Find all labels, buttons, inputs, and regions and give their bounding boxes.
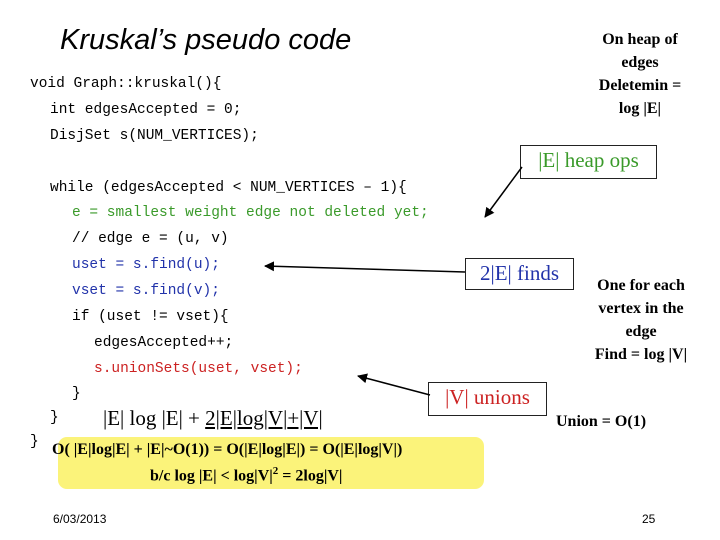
- code-line-union: s.unionSets(uset, vset);: [94, 361, 303, 377]
- unions-arrow: [357, 373, 431, 396]
- unions-callout: |V| unions: [428, 382, 547, 416]
- cost-sum: |E| log |E| + 2|E|log|V|+|V|: [103, 406, 323, 431]
- heap-note-line: log |E|: [618, 100, 662, 117]
- heap-note: On heap of edges Deletemin = log |E|: [580, 28, 700, 120]
- code-line-find-u: uset = s.find(u);: [72, 257, 220, 273]
- code-line-close-if: }: [72, 386, 81, 402]
- finds-callout: 2|E| finds: [465, 258, 574, 290]
- code-line-disjset: DisjSet s(NUM_VERTICES);: [50, 128, 259, 144]
- slide-title: Kruskal’s pseudo code: [60, 24, 352, 56]
- vertex-note-line: vertex in the: [598, 300, 684, 317]
- code-line-edges-accepted: int edgesAccepted = 0;: [50, 102, 242, 118]
- summary-line-1: O( |E|log|E| + |E|~O(1)) = O(|E|log|E|) …: [52, 441, 403, 458]
- code-line-increment: edgesAccepted++;: [94, 335, 234, 351]
- code-line-if: if (uset != vset){: [72, 309, 229, 325]
- vertex-note-line: Find = log |V|: [594, 346, 688, 363]
- summary-superscript: 2: [272, 465, 279, 477]
- code-line-close-while: }: [50, 410, 59, 426]
- code-line-close-function: }: [30, 434, 39, 450]
- code-line-find-v: vset = s.find(v);: [72, 283, 220, 299]
- cost-sum-part: |E| log |E| +: [103, 406, 200, 430]
- cost-sum-part: 2|E|log|V|: [205, 406, 288, 430]
- footer-date: 6/03/2013: [53, 512, 107, 526]
- summary-line-2-text: = 2log|V|: [278, 467, 343, 485]
- heap-note-line: edges: [621, 54, 659, 71]
- code-line-signature: void Graph::kruskal(){: [30, 76, 222, 92]
- summary-line-2-text: b/c log |E| < log|V|: [150, 467, 273, 485]
- heap-ops-arrow: [484, 166, 523, 218]
- heap-note-line: On heap of: [602, 31, 678, 48]
- vertex-note: One for each vertex in the edge Find = l…: [578, 274, 704, 366]
- cost-sum-part: +|V|: [287, 406, 323, 430]
- heap-ops-callout: |E| heap ops: [520, 145, 657, 179]
- vertex-note-line: One for each: [597, 277, 685, 294]
- finds-arrow: [264, 261, 466, 273]
- code-line-comment: // edge e = (u, v): [72, 231, 229, 247]
- heap-note-line: Deletemin =: [598, 77, 682, 94]
- page-number: 25: [642, 512, 656, 526]
- code-line-while: while (edgesAccepted < NUM_VERTICES – 1)…: [50, 180, 407, 196]
- summary-line-2: b/c log |E| < log|V|2 = 2log|V|: [150, 465, 342, 485]
- code-line-smallest-edge: e = smallest weight edge not deleted yet…: [72, 205, 429, 221]
- union-note: Union = O(1): [556, 413, 647, 430]
- vertex-note-line: edge: [625, 323, 657, 340]
- summary-highlight: [58, 437, 484, 489]
